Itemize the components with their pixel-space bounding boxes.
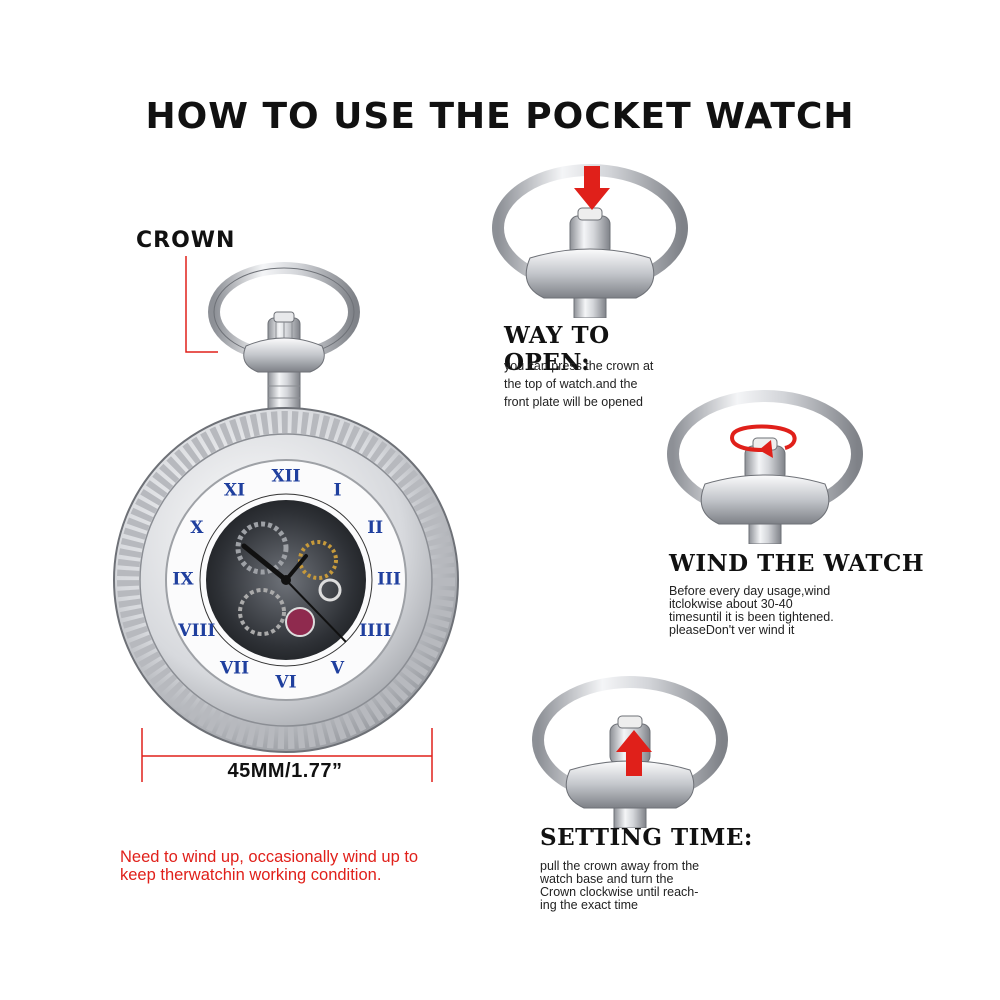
crown-pull-illustration <box>532 676 728 828</box>
dial-numeral: III <box>377 570 401 590</box>
crown-wind-illustration <box>667 390 863 544</box>
dial-numeral: XI <box>224 480 245 500</box>
step-open: WAY TO OPEN: you can press the crown at … <box>490 158 690 418</box>
pull-up-arrow-icon <box>616 730 652 776</box>
desc-line: pull the crown away from the <box>540 859 700 873</box>
step-heading: WIND THE WATCH <box>669 550 925 577</box>
desc-line: watch base and turn the <box>540 872 674 886</box>
note-line: keep therwatchin working condition. <box>120 866 382 884</box>
dial-numeral: IIII <box>359 621 391 641</box>
step-setting: SETTING TIME: pull the crown away from t… <box>530 668 790 928</box>
step-heading: SETTING TIME: <box>540 824 753 851</box>
size-label: 45MM/1.77” <box>200 760 370 783</box>
dial-numeral: XII <box>271 467 300 487</box>
desc-line: pleaseDon't ver wind it <box>669 623 795 637</box>
desc-line: Crown clockwise until reach- <box>540 885 699 899</box>
rotate-clockwise-icon <box>730 424 797 458</box>
dial-numeral: X <box>190 518 204 538</box>
dial-numeral: V <box>330 659 345 679</box>
desc-line: front plate will be opened <box>504 395 643 409</box>
crown-press-illustration <box>492 164 688 318</box>
step-description: Before every day usage,wind itclokwise a… <box>669 585 834 637</box>
dial-numeral: IX <box>172 570 194 590</box>
desc-line: Before every day usage,wind <box>669 584 831 598</box>
crown-label: CROWN <box>136 228 236 253</box>
dial-numeral: VIII <box>177 621 215 641</box>
step-heading: WAY TO OPEN: <box>504 322 610 376</box>
page-title: HOW TO USE THE POCKET WATCH <box>145 96 855 137</box>
desc-line: the top of watch.and the <box>504 377 638 391</box>
step-description: pull the crown away from the watch base … <box>540 860 699 912</box>
desc-line: you can press the crown at <box>504 359 654 373</box>
dial-numeral: VI <box>274 673 296 693</box>
note-line: Need to wind up, occasionally wind up to <box>120 848 419 866</box>
step-description: you can press the crown at the top of wa… <box>504 357 653 411</box>
desc-line: ing the exact time <box>540 898 638 912</box>
dial-numeral: VII <box>219 659 249 679</box>
dial-numeral: II <box>367 518 383 538</box>
desc-line: timesuntil it is been tightened. <box>669 610 834 624</box>
wind-note: Need to wind up, occasionally wind up to… <box>120 848 418 884</box>
desc-line: itclokwise about 30-40 <box>669 597 793 611</box>
step-wind: WIND THE WATCH Before every day usage,wi… <box>665 384 965 644</box>
dial-numeral: I <box>334 480 342 500</box>
press-down-arrow-icon <box>574 166 610 210</box>
